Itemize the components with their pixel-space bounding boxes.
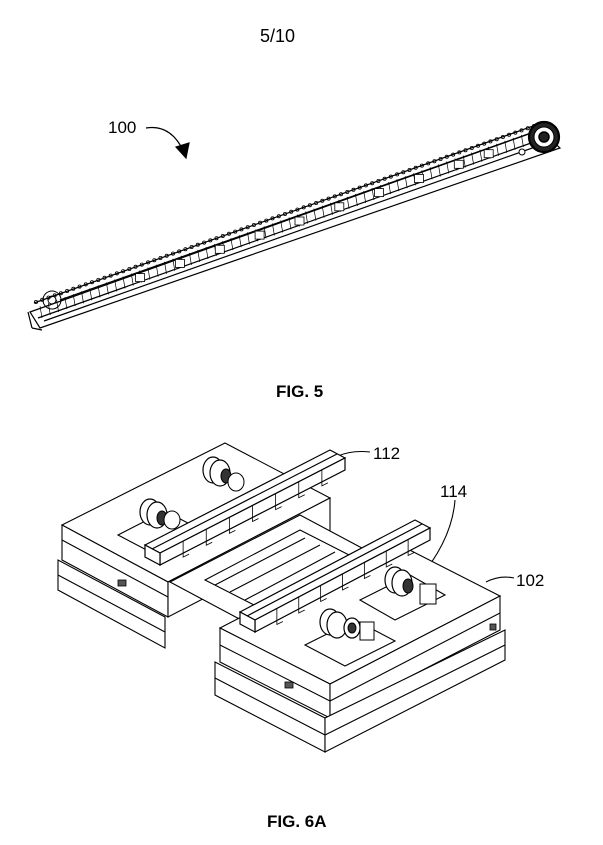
roller-top-right <box>202 456 245 492</box>
fig6a-caption: FIG. 6A <box>267 812 327 831</box>
frame-feet <box>117 579 497 689</box>
ref-numeral-112: 112 <box>373 444 401 463</box>
ref-numeral-114: 114 <box>440 482 468 501</box>
head-sprocket <box>518 120 561 156</box>
roller-top-left <box>139 498 181 530</box>
ref-numeral-102: 102 <box>516 571 545 590</box>
roller-114 <box>384 566 437 605</box>
roller-bottom <box>319 608 375 641</box>
ref-numeral-100: 100 <box>108 118 137 137</box>
leader-112 <box>337 450 371 457</box>
rollers <box>139 456 437 641</box>
chain-links <box>33 124 537 304</box>
arrow-100 <box>174 142 190 160</box>
page-number: 5/10 <box>260 26 296 46</box>
leader-102 <box>485 576 515 583</box>
tail-sprocket <box>42 290 62 310</box>
fig5-caption: FIG. 5 <box>276 382 324 401</box>
